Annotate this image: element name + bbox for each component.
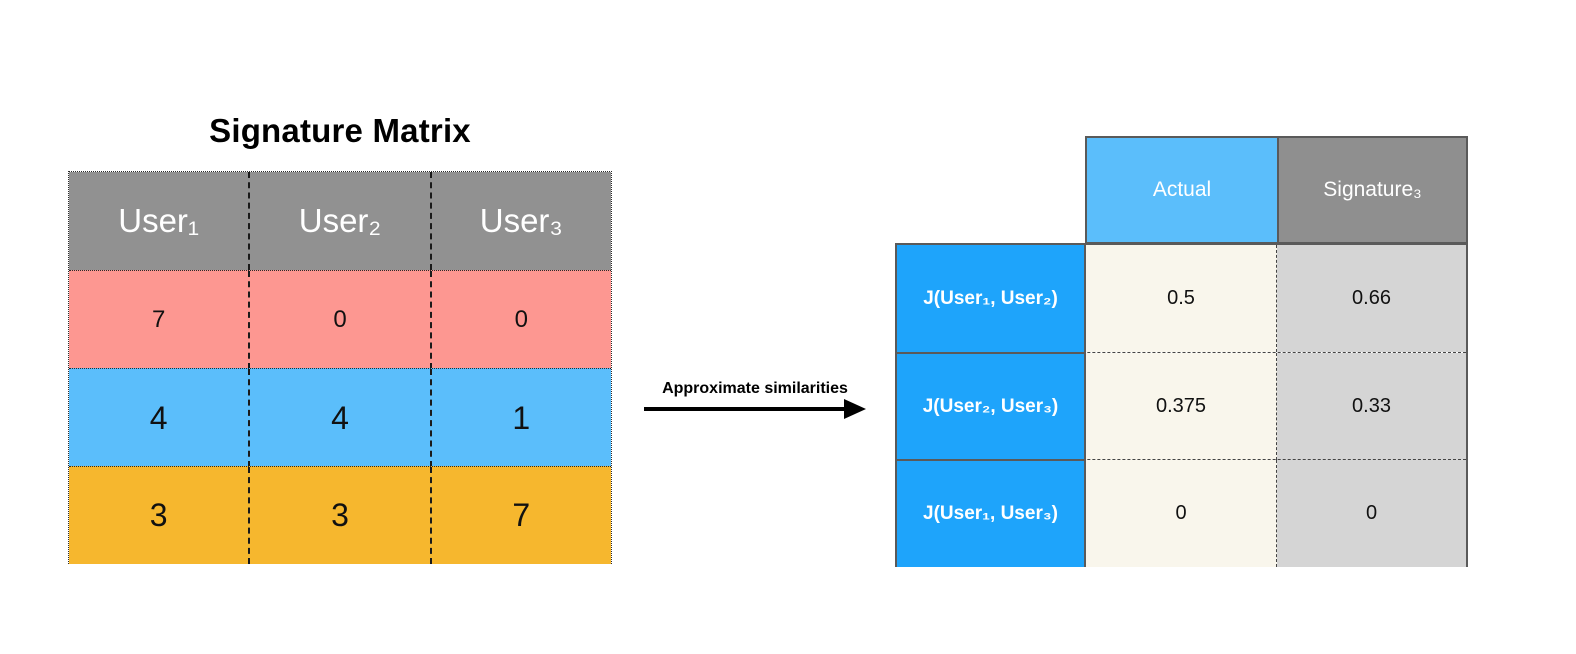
signature-value: 0.66	[1277, 245, 1466, 352]
header-user-3: User₃	[429, 172, 611, 270]
similarity-row: J(User₁, User₂) 0.5 0.66	[897, 245, 1466, 352]
signature-cell: 3	[149, 497, 168, 533]
signature-matrix-header-row: User₁ User₂ User₃	[69, 172, 611, 270]
actual-value: 0.5	[1086, 245, 1277, 352]
signature-cell: 7	[429, 467, 611, 564]
signature-cell: 1	[429, 369, 611, 467]
row-label: J(User₁, User₂)	[897, 245, 1086, 352]
signature-cell: 0	[248, 271, 429, 369]
row-label: J(User₂, User₃)	[897, 351, 1086, 460]
signature-row-1: 7 0 0	[69, 270, 611, 369]
signature-value: 0.33	[1277, 353, 1466, 460]
header-user-1: User₁	[118, 202, 200, 239]
signature-cell: 4	[149, 399, 168, 436]
signature-row-3: 3 3 7	[69, 466, 611, 564]
row-label: J(User₁, User₃)	[897, 458, 1086, 567]
column-header-actual: Actual	[1085, 136, 1277, 244]
signature-cell: 4	[248, 369, 429, 467]
actual-value: 0.375	[1086, 353, 1277, 460]
signature-cell: 7	[151, 306, 166, 333]
arrow-label: Approximate similarities	[662, 380, 848, 397]
signature-row-2: 4 4 1	[69, 368, 611, 467]
right-arrow-icon	[644, 399, 866, 419]
actual-value: 0	[1086, 460, 1277, 567]
similarity-table: Actual Signature₃ J(User₁, User₂) 0.5 0.…	[895, 136, 1468, 567]
similarity-table-body: J(User₁, User₂) 0.5 0.66 J(User₂, User₃)…	[895, 243, 1468, 567]
signature-matrix-title: Signature Matrix	[209, 112, 471, 149]
similarity-row: J(User₁, User₃) 0 0	[897, 458, 1466, 567]
signature-value: 0	[1277, 460, 1466, 567]
column-header-signature: Signature₃	[1277, 136, 1468, 244]
signature-cell: 3	[248, 467, 429, 564]
signature-cell: 0	[429, 271, 611, 369]
similarity-row: J(User₂, User₃) 0.375 0.33	[897, 351, 1466, 460]
header-user-2: User₂	[248, 172, 429, 270]
signature-matrix: User₁ User₂ User₃ 7 0 0 4 4 1 3 3 7	[68, 171, 612, 564]
